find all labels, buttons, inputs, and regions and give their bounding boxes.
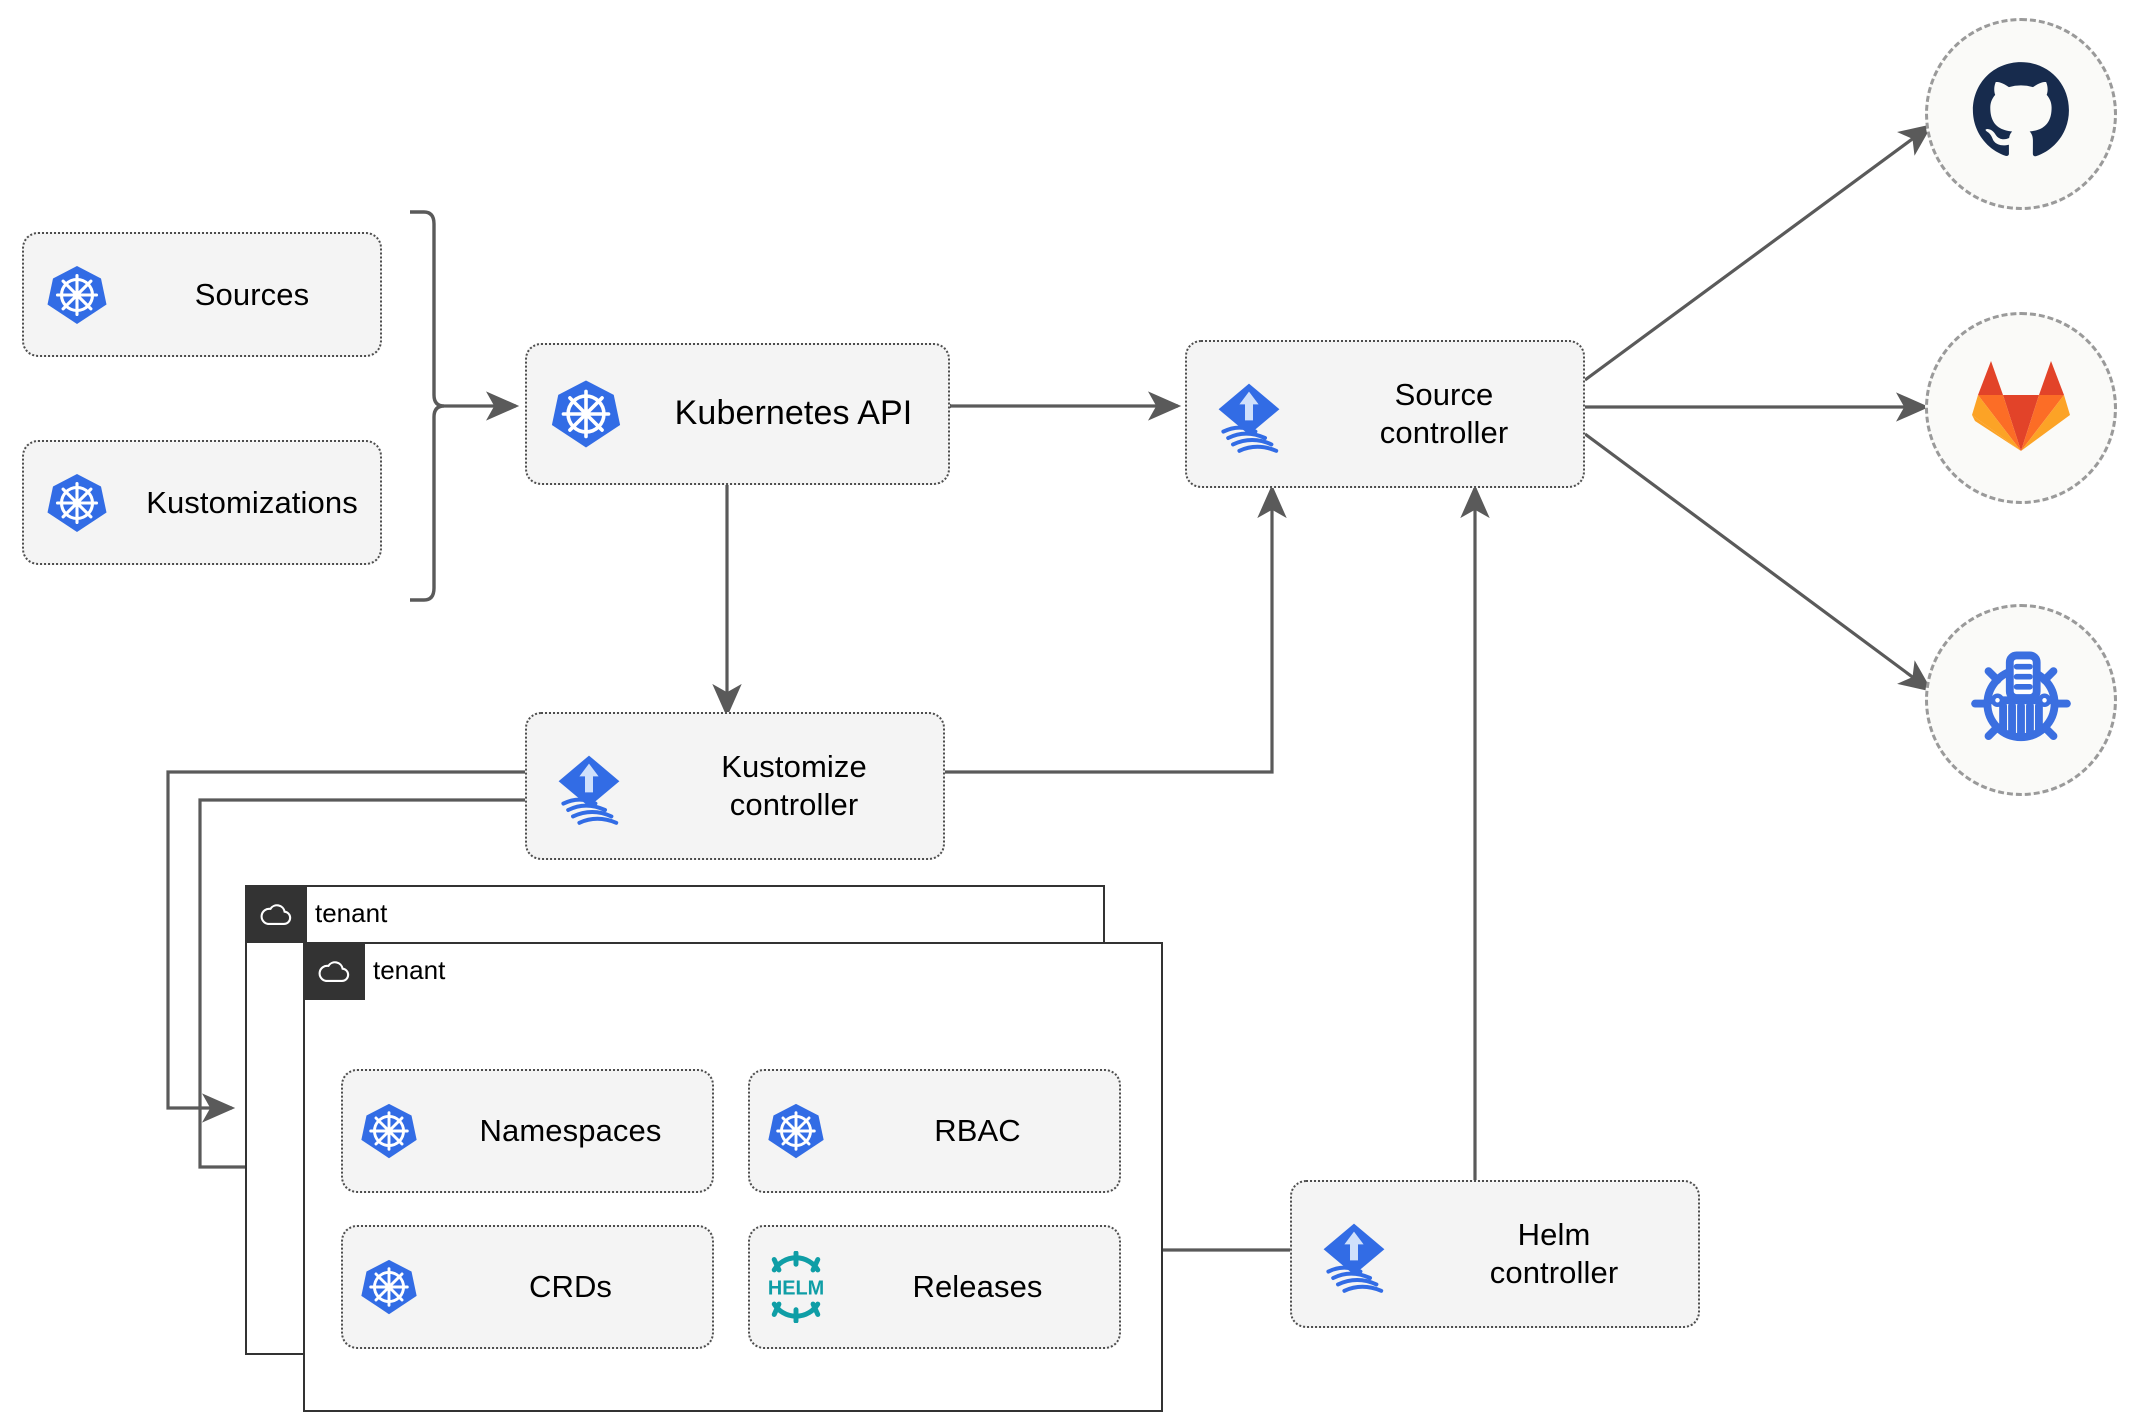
node-kustomizations[interactable]: Kustomizations [22, 440, 382, 565]
kubernetes-icon [343, 1257, 435, 1317]
svg-text:HELM: HELM [768, 1278, 824, 1300]
node-label: Kustomize controller [651, 748, 943, 824]
kubernetes-icon [24, 263, 130, 327]
node-label-line1: Kustomize [721, 749, 867, 785]
kubernetes-icon [343, 1101, 435, 1161]
flux-icon [1187, 374, 1311, 454]
node-kubernetes-api[interactable]: Kubernetes API [525, 343, 950, 485]
node-rbac[interactable]: RBAC [748, 1069, 1121, 1193]
node-crds[interactable]: CRDs [341, 1225, 714, 1349]
provider-github[interactable] [1925, 18, 2117, 210]
node-releases[interactable]: HELM Releases [748, 1225, 1121, 1349]
node-label: Sources [194, 276, 310, 312]
node-namespaces[interactable]: Namespaces [341, 1069, 714, 1193]
tenant-tab [244, 884, 307, 943]
node-label: RBAC [934, 1113, 1021, 1149]
flux-icon [527, 746, 651, 826]
helm-repository-icon [1965, 642, 2077, 759]
node-kustomize-controller[interactable]: Kustomize controller [525, 712, 945, 860]
node-label-line1: Helm [1517, 1217, 1591, 1253]
tenant-box-inner[interactable]: tenant [302, 941, 1163, 1412]
github-icon [1969, 60, 2073, 169]
node-label: Helm controller [1416, 1216, 1698, 1292]
kubernetes-icon [750, 1101, 842, 1161]
tenant-tab [302, 941, 365, 1000]
kubernetes-icon [24, 471, 130, 535]
node-label: Kustomizations [146, 484, 358, 520]
node-label: Source controller [1311, 376, 1583, 452]
node-label-line2: controller [729, 787, 859, 822]
node-label-line1: Source [1394, 377, 1494, 413]
flux-icon [1292, 1214, 1416, 1294]
tenant-label: tenant [315, 898, 388, 928]
helm-icon: HELM [750, 1251, 842, 1323]
node-source-controller[interactable]: Source controller [1185, 340, 1585, 488]
provider-gitlab[interactable] [1925, 312, 2117, 504]
node-helm-controller[interactable]: Helm controller [1290, 1180, 1700, 1328]
kubernetes-icon [527, 377, 645, 451]
node-label: CRDs [528, 1269, 613, 1305]
node-label: Kubernetes API [674, 394, 913, 433]
node-label-line2: controller [1489, 1255, 1619, 1290]
tenant-resource-grid: Namespaces [341, 1069, 1121, 1349]
node-label: Releases [912, 1269, 1043, 1305]
node-label-line2: controller [1379, 415, 1509, 450]
provider-helm-repository[interactable] [1925, 604, 2117, 796]
node-label: Namespaces [479, 1113, 662, 1149]
node-sources[interactable]: Sources [22, 232, 382, 357]
tenant-label: tenant [373, 955, 446, 985]
gitlab-icon [1971, 359, 2071, 458]
